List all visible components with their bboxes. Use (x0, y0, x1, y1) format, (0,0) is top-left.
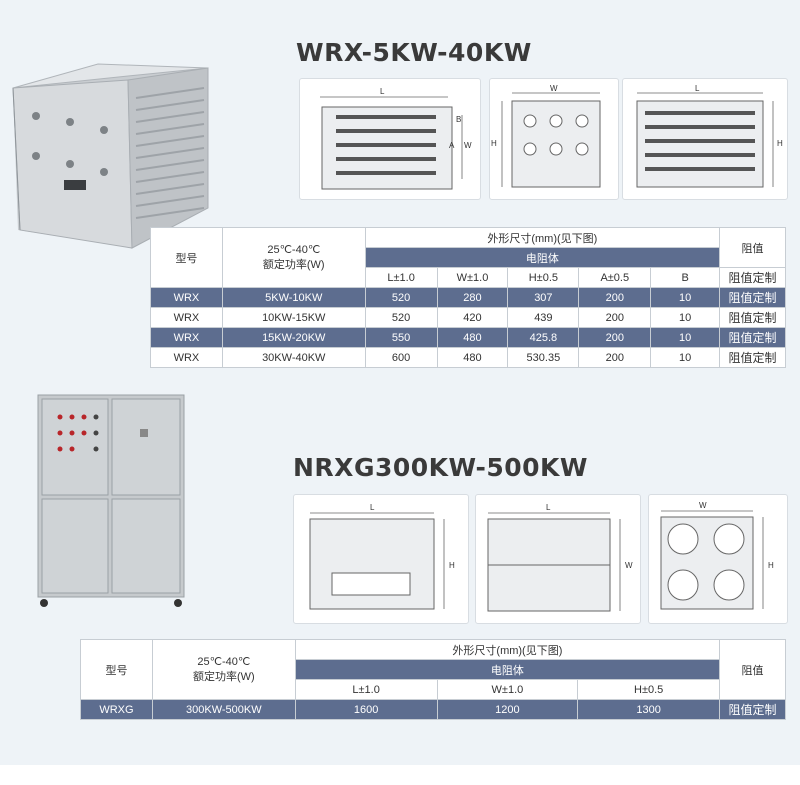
cell-l: 600 (364, 347, 438, 368)
header-power: 25℃-40℃ 额定功率(W) (221, 227, 366, 288)
cell-h: 439 (507, 307, 580, 328)
cell-l: 1600 (294, 699, 438, 720)
header-dim: W±1.0 (436, 267, 509, 288)
cell-resist: 阻值定制 (719, 307, 786, 328)
cell-a: 200 (578, 287, 652, 308)
cell-l: 520 (364, 287, 438, 308)
cell-a: 200 (578, 307, 652, 328)
cell-l: 550 (364, 327, 438, 348)
dim-label-l3: L (695, 84, 700, 93)
nrxg-front-diagram: L H (293, 494, 469, 624)
nrxg-product-photo (36, 393, 186, 611)
cell-resist: 阻值定制 (719, 327, 786, 348)
table-row: WRX 30KW-40KW 600 480 530.35 200 10 阻值定制 (150, 347, 786, 368)
header-power-line2: 额定功率(W) (262, 259, 325, 271)
cell-w: 420 (436, 307, 509, 328)
cell-resist: 阻值定制 (719, 347, 786, 368)
header-resist: 阻值 (719, 227, 786, 268)
cell-b: 10 (650, 287, 721, 308)
header-dim: A±0.5 (578, 267, 652, 288)
header-power: 25℃-40℃ 额定功率(W) (151, 639, 296, 700)
cell-w: 480 (436, 347, 509, 368)
wrx-spec-table: 型号 25℃-40℃ 额定功率(W) 外形尺寸(mm)(见下图) 阻值 电阻体 … (150, 227, 786, 368)
cell-h: 530.35 (507, 347, 580, 368)
wrx-front-diagram: L A W B (299, 78, 481, 200)
dim-label-w: W (464, 141, 472, 150)
header-power-line1: 25℃-40℃ (267, 244, 321, 256)
cell-power: 300KW-500KW (151, 699, 296, 720)
header-custom: 阻值定制 (719, 267, 786, 288)
header-power-line2: 额定功率(W) (192, 671, 255, 683)
section2-title: NRXG300KW-500KW (293, 453, 588, 482)
dim-label-w2: W (550, 84, 558, 93)
cell-b: 10 (650, 347, 721, 368)
header-resist: 阻值 (719, 639, 786, 700)
header-dim: W±1.0 (436, 679, 579, 700)
header-dim: L±1.0 (364, 267, 438, 288)
header-model: 型号 (80, 639, 153, 700)
cell-model: WRX (150, 347, 223, 368)
cell-power: 15KW-20KW (221, 327, 366, 348)
dim-label-h3: H (777, 139, 783, 148)
cell-w: 1200 (436, 699, 579, 720)
dim-label-w5: W (625, 561, 633, 570)
header-dims: 外形尺寸(mm)(见下图) (364, 227, 721, 248)
cell-a: 200 (578, 347, 652, 368)
header-dim: B (650, 267, 721, 288)
cell-model: WRX (150, 327, 223, 348)
wrx-product-photo (8, 58, 214, 250)
dim-label-h6: H (768, 561, 774, 570)
cell-model: WRX (150, 307, 223, 328)
dim-label-l5: L (546, 503, 551, 512)
cell-b: 10 (650, 327, 721, 348)
cell-w: 280 (436, 287, 509, 308)
dim-label-l4: L (370, 503, 375, 512)
cell-l: 520 (364, 307, 438, 328)
cell-b: 10 (650, 307, 721, 328)
cell-power: 5KW-10KW (221, 287, 366, 308)
wrx-back-diagram: L H (622, 78, 788, 200)
table-row: WRX 15KW-20KW 550 480 425.8 200 10 阻值定制 (150, 327, 786, 348)
table-row: WRX 10KW-15KW 520 420 439 200 10 阻值定制 (150, 307, 786, 328)
dim-label-h4: H (449, 561, 455, 570)
header-dims: 外形尺寸(mm)(见下图) (294, 639, 721, 660)
header-dim: H±0.5 (577, 679, 721, 700)
cell-resist: 阻值定制 (719, 699, 786, 720)
cell-w: 480 (436, 327, 509, 348)
nrxg-back-diagram: W H (648, 494, 788, 624)
table-row: WRX 5KW-10KW 520 280 307 200 10 阻值定制 (150, 287, 786, 308)
wrx-side-diagram: W H (489, 78, 619, 200)
cell-power: 10KW-15KW (221, 307, 366, 328)
section1-title: WRX-5KW-40KW (296, 38, 532, 67)
cell-resist: 阻值定制 (719, 287, 786, 308)
dim-label-l: L (380, 87, 385, 96)
header-body: 电阻体 (294, 659, 721, 680)
dim-label-w6: W (699, 501, 707, 510)
cell-model: WRX (150, 287, 223, 308)
cell-h: 307 (507, 287, 580, 308)
cell-a: 200 (578, 327, 652, 348)
nrxg-side-diagram: L W (475, 494, 641, 624)
header-dim: L±1.0 (294, 679, 438, 700)
dim-label-a: A (449, 141, 455, 150)
cell-model: WRXG (80, 699, 153, 720)
header-body: 电阻体 (364, 247, 721, 268)
header-dim: H±0.5 (507, 267, 580, 288)
table-row: WRXG 300KW-500KW 1600 1200 1300 阻值定制 (80, 699, 786, 720)
cell-power: 30KW-40KW (221, 347, 366, 368)
dim-label-h: H (491, 139, 497, 148)
header-power-line1: 25℃-40℃ (197, 656, 251, 668)
dim-label-b: B (456, 115, 462, 124)
header-model: 型号 (150, 227, 223, 288)
nrxg-spec-table: 型号 25℃-40℃ 额定功率(W) 外形尺寸(mm)(见下图) 阻值 电阻体 … (80, 639, 786, 720)
cell-h: 1300 (577, 699, 721, 720)
cell-h: 425.8 (507, 327, 580, 348)
